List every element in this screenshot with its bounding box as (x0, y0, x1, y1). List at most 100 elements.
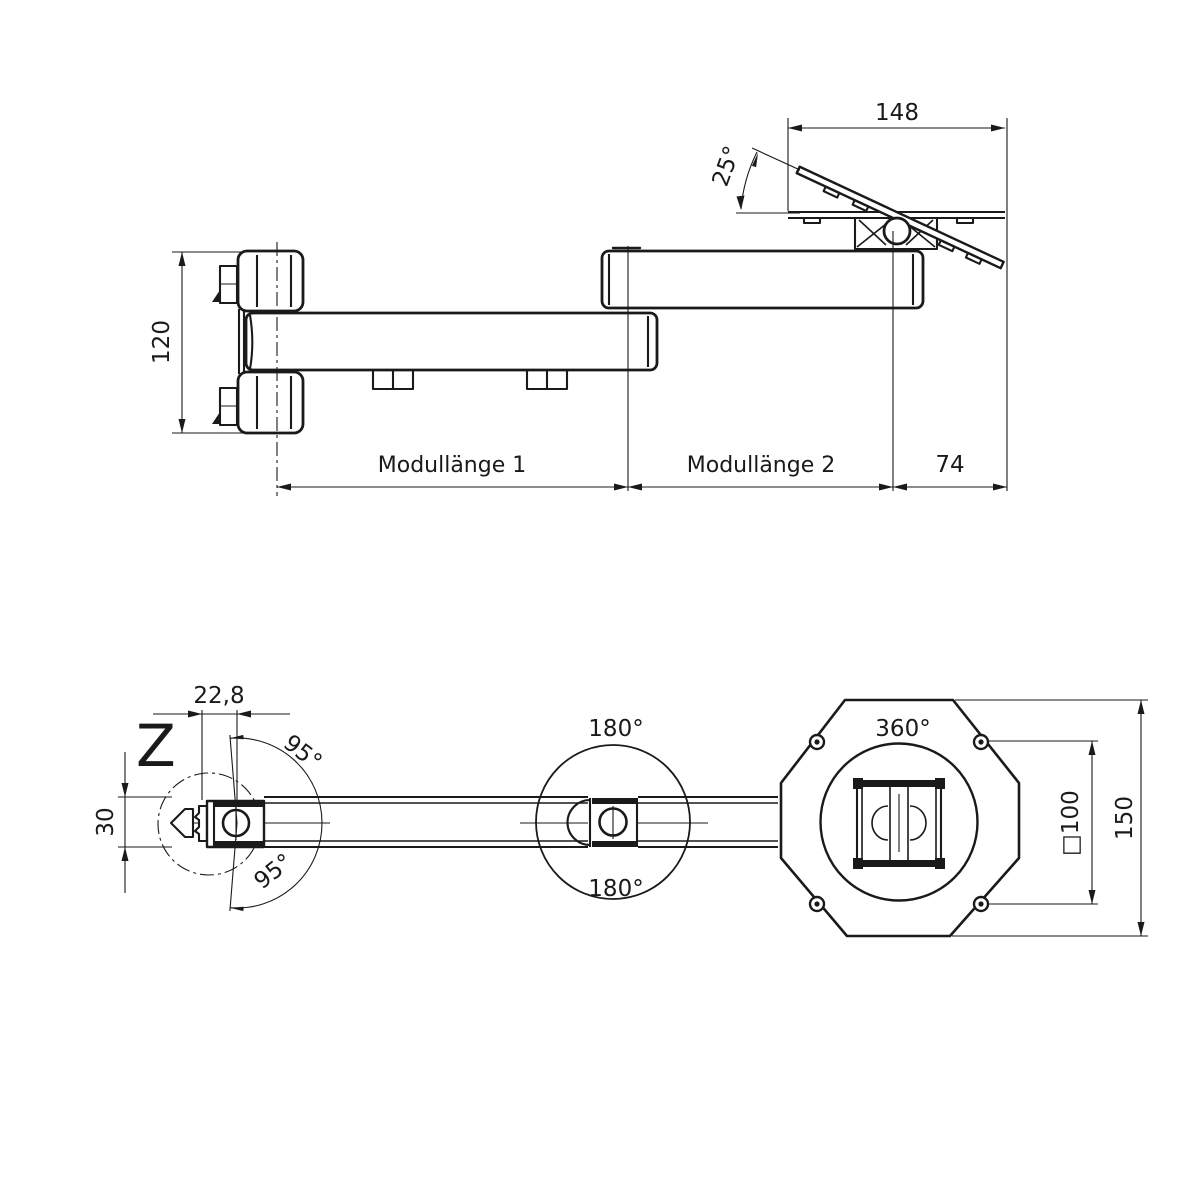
arm-module-2 (600, 246, 925, 310)
dim-label-148: 148 (875, 100, 919, 126)
arrow-74-right (993, 483, 1007, 491)
arrow-150-top (1137, 700, 1145, 714)
screw-top-wedge (212, 290, 220, 302)
hinge-brace-4 (905, 219, 934, 246)
arrow-100-top (1088, 741, 1096, 755)
arrow-mod2-l (879, 483, 893, 491)
screw-hole-bottom-right (972, 895, 990, 913)
arrow-148-right (991, 124, 1005, 132)
radial-95-up (229, 734, 238, 824)
middle-joint: 180° 180° (535, 716, 691, 902)
vesa-plate: 360° (779, 698, 1021, 938)
dim-label-228: 22,8 (193, 683, 244, 709)
dim-pivot-offset: 22,8 (153, 683, 290, 806)
bracket-band-top (855, 780, 943, 787)
anchor-arrow (169, 807, 195, 839)
tilt-construction-line (751, 147, 801, 171)
screw-hole-bottom-left (808, 895, 826, 913)
dim-label-tilt: 25° (708, 143, 746, 190)
dim-label-vesa: □100 (1058, 790, 1084, 856)
dim-label-95-upper: 95° (278, 730, 326, 776)
hinge-pivot-circle (882, 216, 912, 246)
arrow-95-lower (229, 906, 244, 912)
arrow-tilt-bottom (736, 195, 745, 210)
hole-dot (978, 901, 984, 907)
arc-95-upper (229, 737, 323, 824)
arrow-tilt-top (751, 153, 758, 168)
screw-hole-top-right (972, 733, 990, 751)
arrow-95-upper (229, 734, 244, 740)
arm2-body (600, 249, 925, 310)
swivel-mid-circle (535, 744, 691, 900)
dim-arm-width: 30 (93, 752, 129, 893)
joint-band-bottom (592, 841, 637, 847)
dim-label-95-lower: 95° (250, 849, 298, 895)
arm1-hinge-bow (248, 314, 254, 370)
plate-stub-right (955, 216, 975, 225)
arrow-mod-mid-l (614, 483, 628, 491)
arc-95-lower (229, 822, 323, 909)
detail-z-label: Z (136, 712, 176, 780)
hole-dot (814, 901, 820, 907)
bracket-band-bottom (855, 860, 943, 867)
screw-bottom-wedge (212, 412, 220, 424)
bracket-cap-bl (853, 858, 863, 869)
dim-label-74: 74 (935, 452, 964, 478)
dim-label-150: 150 (1112, 796, 1138, 840)
arrow-100-bottom (1088, 890, 1096, 904)
hole-dot (978, 739, 984, 745)
arrow-150-bottom (1137, 922, 1145, 936)
arrow-30-bottom (121, 847, 129, 861)
dim-label-180-lower: 180° (588, 876, 643, 902)
bracket-ellipse-right (909, 805, 927, 841)
plan-arm-band (185, 795, 988, 849)
joint-cap-arc (566, 798, 591, 847)
arrow-228-right (237, 710, 251, 718)
clamp-band-top (214, 801, 264, 807)
dim-label-360: 360° (875, 716, 930, 742)
center-bracket (853, 778, 945, 869)
plate-dimensions: □100 150 (952, 699, 1148, 937)
plan-view: Z 22,8 30 95° 95° (93, 683, 1148, 938)
screw-hole-top-left (808, 733, 826, 751)
arrow-30-top (121, 783, 129, 797)
plate-stub-left (802, 216, 822, 225)
tilted-stub-3 (937, 239, 956, 253)
dim-label-module2: Modullänge 2 (687, 453, 836, 478)
dim-label-180-upper: 180° (588, 716, 643, 742)
hinge-brace-3 (858, 219, 887, 246)
clamp-band-bottom (214, 841, 264, 847)
tilted-stub-2 (851, 199, 870, 213)
arm1-body (244, 311, 659, 372)
plate-inner-circle (819, 742, 979, 902)
tilted-stub-4 (964, 251, 983, 265)
clamp-bottom (236, 370, 305, 435)
side-view: 148 25° 120 Modullänge 1 Modullänge 2 (149, 100, 1008, 496)
side-view-dimensions: 148 25° 120 Modullänge 1 Modullänge 2 (149, 100, 1008, 496)
bracket-cap-tr (935, 778, 945, 789)
radial-95-down (229, 822, 238, 912)
tilted-stub-1 (822, 185, 841, 199)
wall-fixing-detail: Z (118, 712, 266, 876)
arrow-148-left (788, 124, 802, 132)
dim-label-module1: Modullänge 1 (378, 453, 527, 478)
arrow-mod-left (277, 483, 291, 491)
clamp-top (236, 249, 305, 313)
tilt-hinge (751, 147, 1005, 270)
arrow-120-bottom (178, 419, 186, 433)
arrow-228-left (188, 710, 202, 718)
bracket-cap-br (935, 858, 945, 869)
wall-bracket (212, 249, 305, 435)
arrow-120-top (178, 252, 186, 266)
dim-label-30: 30 (93, 807, 119, 836)
arrow-mod2-r (893, 483, 907, 491)
plate-octagon (779, 698, 1021, 938)
bracket-cap-tl (853, 778, 863, 789)
arrow-mod-mid-r (628, 483, 642, 491)
bracket-ellipse-left (871, 805, 889, 841)
dim-label-120: 120 (149, 320, 175, 364)
hole-dot (814, 739, 820, 745)
arm-module-1 (244, 311, 659, 391)
